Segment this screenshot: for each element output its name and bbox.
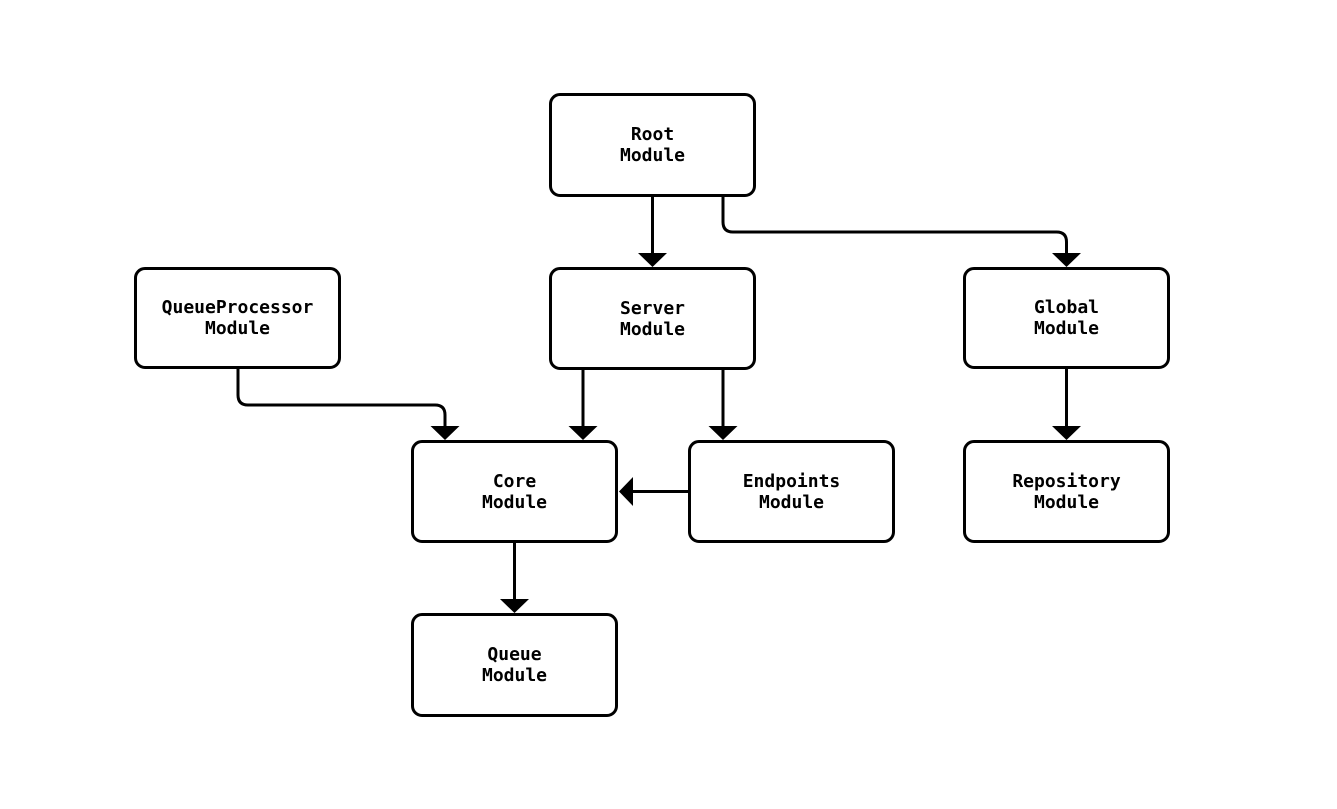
node-label-line: Endpoints (742, 470, 841, 492)
node-label-line: Global (1033, 297, 1100, 318)
arrowhead-queueprocessor-to-core (430, 426, 460, 440)
node-endpoints-module: Endpoints Module (688, 440, 895, 543)
arrowhead-core-to-queue (500, 599, 529, 613)
node-queue-module: Queue Module (411, 613, 618, 717)
arrowhead-root-to-server (638, 253, 667, 267)
edge-queueprocessor-to-core (236, 369, 447, 427)
node-global-module: Global Module (963, 267, 1170, 369)
node-label-line: Queue (487, 644, 542, 665)
arrowhead-server-to-core (568, 426, 598, 440)
node-label-line: Module (1033, 318, 1100, 339)
node-queueprocessor-module: QueueProcessor Module (134, 267, 341, 369)
node-label-line: Module (1033, 491, 1100, 513)
node-repository-module: Repository Module (963, 440, 1170, 543)
node-label-line: Root (630, 124, 675, 145)
node-server-module: Server Module (549, 267, 756, 370)
node-label-line: Module (481, 665, 548, 686)
node-label-line: Module (204, 318, 271, 339)
node-label-line: Module (481, 491, 548, 513)
node-label-line: Module (758, 491, 825, 513)
arrowhead-endpoints-to-core (619, 477, 633, 506)
node-label-line: Repository (1012, 470, 1121, 492)
node-label-line: QueueProcessor (161, 297, 314, 318)
node-core-module: Core Module (411, 440, 618, 543)
node-label-line: Module (619, 318, 686, 340)
arrowhead-global-to-repository (1052, 426, 1081, 440)
arrowhead-root-to-global (1052, 253, 1081, 267)
arrowhead-server-to-endpoints (708, 426, 738, 440)
node-label-line: Server (619, 297, 686, 319)
node-label-line: Core (492, 470, 537, 492)
edge-root-to-global (721, 197, 1068, 254)
node-root-module: Root Module (549, 93, 756, 197)
node-label-line: Module (619, 145, 686, 166)
